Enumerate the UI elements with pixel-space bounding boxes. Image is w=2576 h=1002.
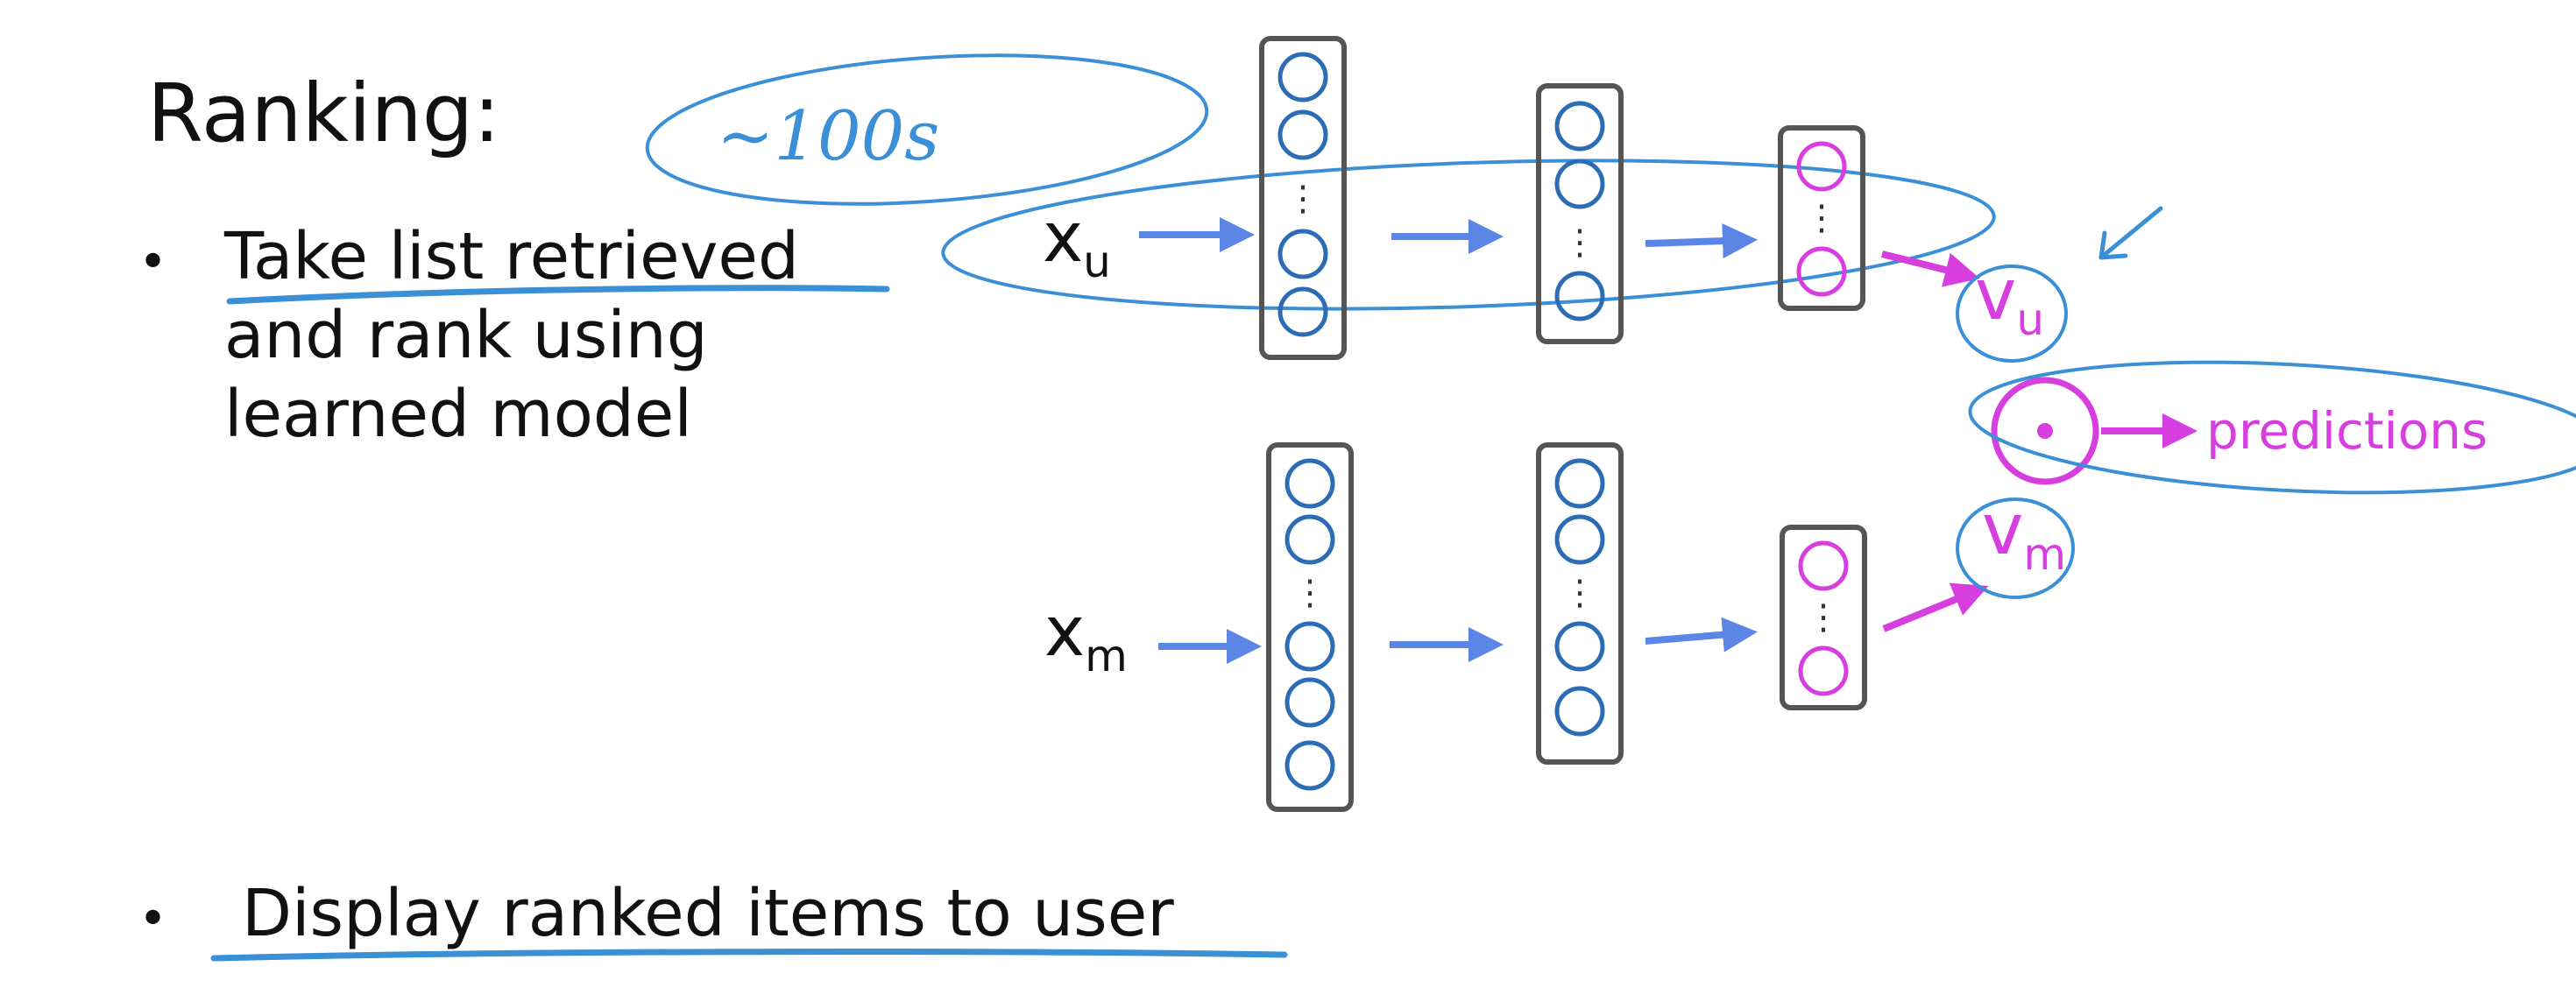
- svg-text:⋮: ⋮: [1562, 573, 1597, 613]
- movie-layer-2-neuron: [1554, 458, 1605, 509]
- movie-input-label: xm: [1044, 593, 1128, 681]
- bullet-2-line-1: Display ranked items to user: [242, 876, 1174, 951]
- underline-display: [210, 949, 1288, 962]
- bullet-1: Take list retrieved and rank using learn…: [224, 217, 799, 454]
- user-output-neuron: [1796, 246, 1847, 297]
- user-layer-2-neuron: [1554, 101, 1605, 152]
- movie-layer-1: ⋮: [1266, 442, 1354, 812]
- predictions-label: predictions: [2206, 401, 2488, 461]
- user-layer-1-neuron: [1277, 109, 1328, 160]
- movie-layer-1-neuron: [1284, 514, 1335, 565]
- svg-text:⋮: ⋮: [1285, 179, 1320, 219]
- movie-layer-1-neuron: [1284, 677, 1335, 728]
- arrow-movie-output-to-vm: [1882, 582, 1989, 632]
- user-layer-1: ⋮: [1259, 36, 1347, 360]
- user-layer-1-neuron: [1277, 52, 1328, 102]
- movie-output-neuron: [1798, 646, 1849, 696]
- movie-layer-1-neuron: [1284, 740, 1335, 791]
- movie-layer-2: ⋮: [1536, 442, 1624, 765]
- user-output-layer: ⋮: [1778, 125, 1865, 311]
- underline-take-list: [226, 285, 890, 305]
- movie-layer-2-neuron: [1554, 686, 1605, 737]
- movie-vector-label: vm: [1982, 489, 2066, 580]
- movie-layer-1-neuron: [1284, 621, 1335, 672]
- dot-product-symbol: [2037, 423, 2053, 439]
- svg-text:⋮: ⋮: [1562, 222, 1597, 263]
- arrow-user-layer2-to-output: [1645, 223, 1758, 259]
- user-layer-2-neuron: [1554, 159, 1605, 209]
- user-layer-2-neuron: [1554, 271, 1605, 321]
- svg-text:⋮: ⋮: [1804, 198, 1839, 238]
- annotation-text: ~100s: [717, 97, 939, 176]
- svg-text:⋮: ⋮: [1806, 597, 1841, 638]
- movie-output-layer: ⋮: [1780, 525, 1867, 710]
- dot-product-node: [1991, 377, 2099, 485]
- arrow-user-output-to-vu: [1881, 250, 1980, 287]
- user-tower-ellipse: [941, 159, 1996, 311]
- movie-layer-2-neuron: [1554, 621, 1605, 672]
- movie-layer-1-neuron: [1284, 458, 1335, 509]
- vm-annotation-ring: [1956, 497, 2075, 599]
- arrow-movie-layer2-to-output: [1645, 617, 1758, 653]
- svg-text:⋮: ⋮: [1292, 573, 1327, 613]
- bullet-dot-1: •: [138, 234, 168, 291]
- bullet-2: Display ranked items to user: [242, 874, 1174, 953]
- bullet-1-line-2: and rank using: [224, 298, 708, 373]
- user-layer-1-neuron: [1277, 229, 1328, 279]
- user-output-neuron: [1796, 141, 1847, 192]
- vu-pointer-arrow: [2098, 206, 2163, 260]
- bullet-1-line-3: learned model: [224, 377, 692, 452]
- movie-layer-2-neuron: [1554, 514, 1605, 565]
- user-layer-1-neuron: [1277, 286, 1328, 337]
- prediction-ellipse: [1968, 360, 2576, 495]
- bullet-dot-2: •: [138, 891, 168, 948]
- user-layer-2: ⋮: [1536, 83, 1624, 344]
- vu-pointer-arrowhead: [2098, 230, 2128, 260]
- slide-title: Ranking:: [147, 67, 501, 160]
- vu-annotation-ring: [1956, 265, 2068, 363]
- movie-output-neuron: [1798, 540, 1849, 591]
- annotation-ellipse: [645, 53, 1209, 206]
- user-input-label: xu: [1043, 199, 1111, 287]
- bullet-1-line-1: Take list retrieved: [224, 219, 799, 294]
